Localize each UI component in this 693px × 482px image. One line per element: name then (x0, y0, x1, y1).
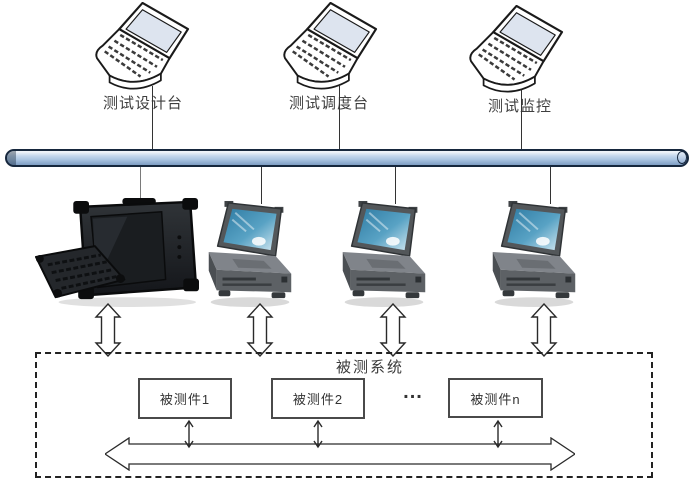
unit-label: 被测件2 (292, 392, 344, 407)
workstation-label-dispatch: 测试调度台 (288, 95, 370, 112)
rugged-laptop-icon (492, 200, 576, 308)
bidirectional-arrow-icon (246, 303, 274, 357)
connector-line (395, 167, 396, 204)
unit-label: 被测件1 (159, 392, 211, 407)
laptop-clipart-icon (283, 2, 378, 90)
unit-under-test-box: 被测件n (448, 378, 543, 418)
bidirectional-arrow-icon (530, 303, 558, 357)
rugged-laptop-icon (342, 200, 426, 308)
thin-double-arrow-icon (313, 419, 323, 449)
network-bus (5, 149, 689, 167)
connector-line (140, 167, 141, 208)
thin-double-arrow-icon (184, 419, 194, 449)
rugged-portable-computer-icon (34, 198, 199, 308)
connector-line (521, 90, 522, 150)
laptop-clipart-icon (95, 2, 190, 90)
bidirectional-arrow-icon (379, 303, 407, 357)
bidirectional-arrow-icon (94, 303, 122, 357)
connector-line (339, 86, 340, 150)
system-under-test-title: 被测系统 (335, 359, 405, 376)
thin-double-arrow-icon (493, 419, 503, 449)
internal-bus-arrow-icon (105, 437, 575, 471)
unit-label: 被测件n (470, 391, 521, 407)
rugged-laptop-icon (208, 200, 292, 308)
connector-line (152, 86, 153, 150)
system-under-test-box (35, 352, 653, 478)
workstation-label-monitor: 测试监控 (487, 98, 553, 115)
ellipsis: ... (403, 381, 423, 403)
unit-under-test-box: 被测件1 (138, 378, 232, 419)
unit-under-test-box: 被测件2 (271, 378, 365, 419)
workstation-label-design: 测试设计台 (102, 95, 184, 112)
connector-line (550, 167, 551, 204)
laptop-clipart-icon (469, 5, 564, 93)
connector-line (261, 167, 262, 204)
